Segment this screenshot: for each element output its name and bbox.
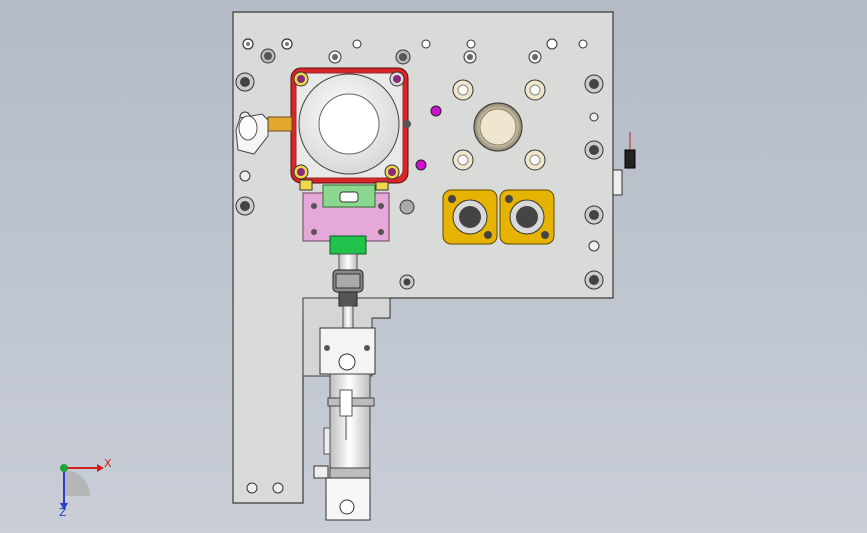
right-fastener-column [399,74,604,290]
cylinder-head[interactable] [319,327,376,375]
edge-sensor[interactable] [612,132,636,196]
axis-z-label: Z [59,506,67,519]
bearing-housing-left[interactable] [442,189,498,245]
axis-triad[interactable]: X Z [59,457,112,519]
magenta-marker [430,105,442,117]
air-fitting[interactable] [235,113,293,155]
axis-x-label: X [104,457,112,470]
bearing-housing-right[interactable] [499,189,555,245]
sensor-block[interactable] [299,179,390,255]
bushing-group [452,79,546,171]
rod-coupling[interactable] [332,253,364,329]
pneumatic-cylinder[interactable] [313,373,375,521]
magenta-marker [415,159,427,171]
motor-flange[interactable] [290,67,411,184]
mounting-holes [242,38,588,65]
base-plate[interactable] [232,11,614,504]
